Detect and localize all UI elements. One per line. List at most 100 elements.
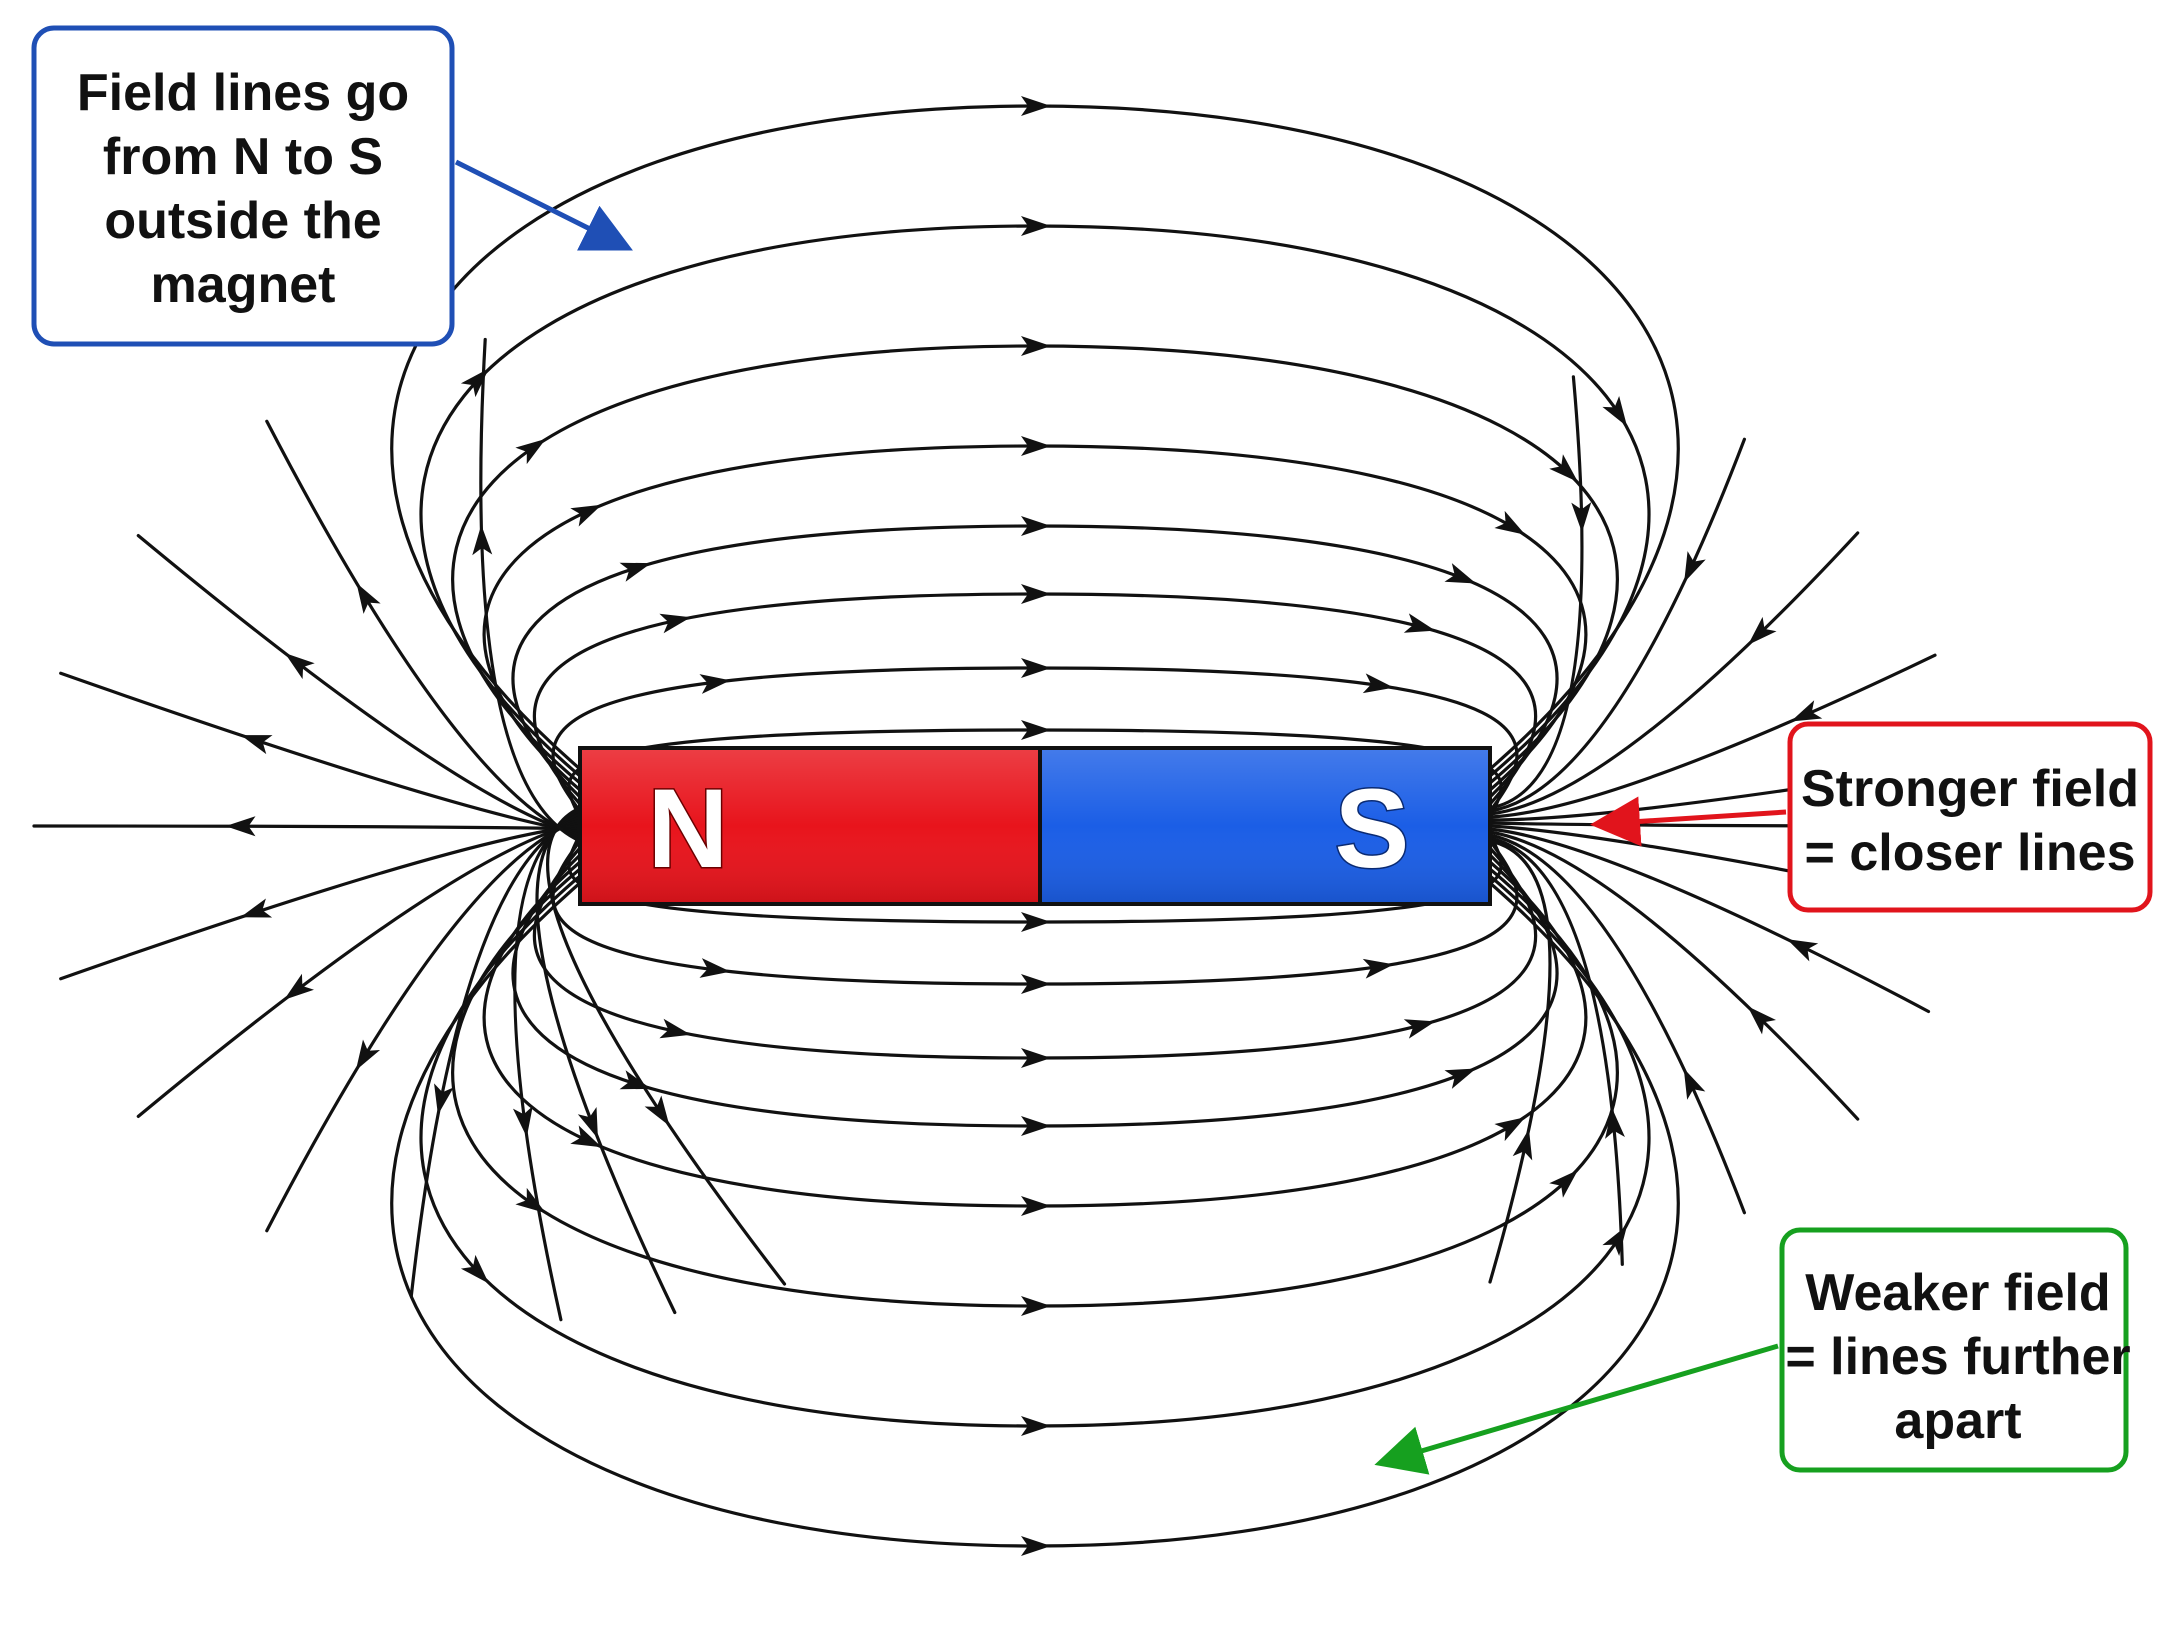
field-line-open-north (479, 337, 582, 843)
field-loop-above (419, 224, 1651, 778)
field-arrow (1021, 974, 1051, 994)
field-loop-below (419, 874, 1651, 1428)
field-line-open-south (1488, 531, 1860, 816)
field-line-open-north (59, 824, 582, 981)
field-arrow (1403, 1019, 1436, 1039)
callout-direction-line: Field lines go (77, 64, 409, 122)
field-arrow (1494, 510, 1526, 535)
south-pole-label: S (1335, 766, 1410, 891)
callout-direction-line: outside the (104, 192, 381, 250)
field-arrow (1021, 516, 1051, 536)
callout-weaker-box (1779, 1227, 2129, 1473)
callout-stronger-line: Stronger field (1801, 760, 2139, 818)
field-arrow (1605, 1108, 1625, 1139)
field-arrow (1684, 551, 1706, 583)
field-arrow (284, 653, 315, 680)
field-arrow (1021, 1048, 1051, 1068)
field-arrow (240, 735, 273, 755)
field-arrow (460, 1254, 489, 1284)
field-arrow (1444, 563, 1477, 584)
field-arrow (1494, 1117, 1526, 1142)
field-arrow (1403, 613, 1436, 633)
field-arrow (1021, 336, 1051, 356)
field-arrow (1602, 396, 1628, 427)
field-arrow (1512, 1128, 1533, 1161)
field-arrow (1021, 720, 1051, 740)
north-pole-label: N (648, 766, 729, 891)
field-line-open-south (1488, 836, 1624, 1266)
field-arrow (1790, 700, 1823, 722)
field-arrow (659, 1018, 691, 1039)
field-line-open-south (1488, 653, 1937, 819)
field-arrow (512, 1106, 533, 1138)
field-arrow (460, 368, 489, 398)
field-loop-below (482, 860, 1588, 1208)
field-loop-above (482, 444, 1588, 792)
field-arrow (1021, 1116, 1051, 1136)
callout-weaker: Weaker field = lines further apart (1374, 1227, 2131, 1475)
field-line-open-south (1488, 839, 1552, 1284)
field-arrow (1786, 939, 1819, 962)
field-arrow (1747, 1006, 1777, 1035)
callout-weaker-line: apart (1894, 1392, 2021, 1450)
field-line-open-south (1488, 833, 1746, 1215)
field-line-open-south (1488, 437, 1746, 813)
field-arrow (1549, 454, 1578, 483)
field-line-open-north (265, 419, 582, 840)
magnet-sheen (580, 748, 1490, 904)
field-arrow (1021, 658, 1051, 678)
field-arrows (225, 96, 1841, 1556)
callout-weaker-line: = lines further (1785, 1328, 2130, 1386)
bar-magnet: N S (578, 746, 1492, 906)
field-arrow (284, 973, 314, 1000)
field-line-open-north (409, 815, 582, 1298)
field-line-open-north (32, 824, 582, 831)
field-line-open-north (136, 821, 582, 1118)
field-arrow (434, 1083, 454, 1115)
callout-stronger-line: = closer lines (1805, 824, 2136, 882)
field-arrow (515, 438, 546, 465)
field-line-open-north (265, 818, 582, 1233)
callout-stronger: Stronger field = closer lines (1590, 721, 2153, 913)
field-line-open-south (1488, 375, 1584, 810)
field-arrow (570, 1125, 602, 1148)
field-line-open-north (59, 671, 582, 834)
field-arrow (1549, 1169, 1578, 1198)
field-arrow (619, 562, 652, 582)
callout-direction: Field lines go from N to S outside the m… (31, 25, 633, 347)
callout-direction-line: magnet (151, 256, 336, 314)
field-arrow (356, 583, 381, 614)
field-arrow (577, 1107, 598, 1139)
field-arrow (1683, 1068, 1706, 1100)
field-arrow (1602, 1225, 1628, 1256)
field-arrow (1571, 502, 1592, 533)
magnet-outline (578, 746, 1492, 906)
field-line-open-north (136, 534, 582, 837)
field-arrow (659, 613, 691, 634)
field-arrow (240, 898, 273, 918)
field-arrow (699, 674, 731, 694)
callout-direction-line: from N to S (103, 128, 383, 186)
field-arrow (1021, 436, 1051, 456)
field-arrow (1362, 958, 1394, 979)
field-arrow (1362, 673, 1394, 694)
field-arrow (472, 524, 493, 556)
callout-stronger-box (1787, 721, 2153, 913)
field-arrow (355, 1039, 381, 1071)
callout-weaker-line: Weaker field (1805, 1264, 2110, 1322)
field-arrow (619, 1070, 652, 1090)
field-arrow (1021, 1416, 1051, 1436)
callout-direction-box (31, 25, 455, 347)
field-arrow (515, 1187, 546, 1214)
field-arrow (225, 816, 256, 837)
field-line-open-south (1488, 830, 1860, 1121)
field-line-open-south (1488, 827, 1931, 1014)
field-arrow (1021, 584, 1051, 604)
callout-weaker-pointer (1374, 1343, 1779, 1475)
field-arrow (1021, 1296, 1051, 1316)
field-arrow (1021, 1196, 1051, 1216)
field-arrow (1021, 912, 1051, 932)
field-arrow (644, 1095, 670, 1127)
callout-stronger-pointer (1590, 796, 1787, 847)
